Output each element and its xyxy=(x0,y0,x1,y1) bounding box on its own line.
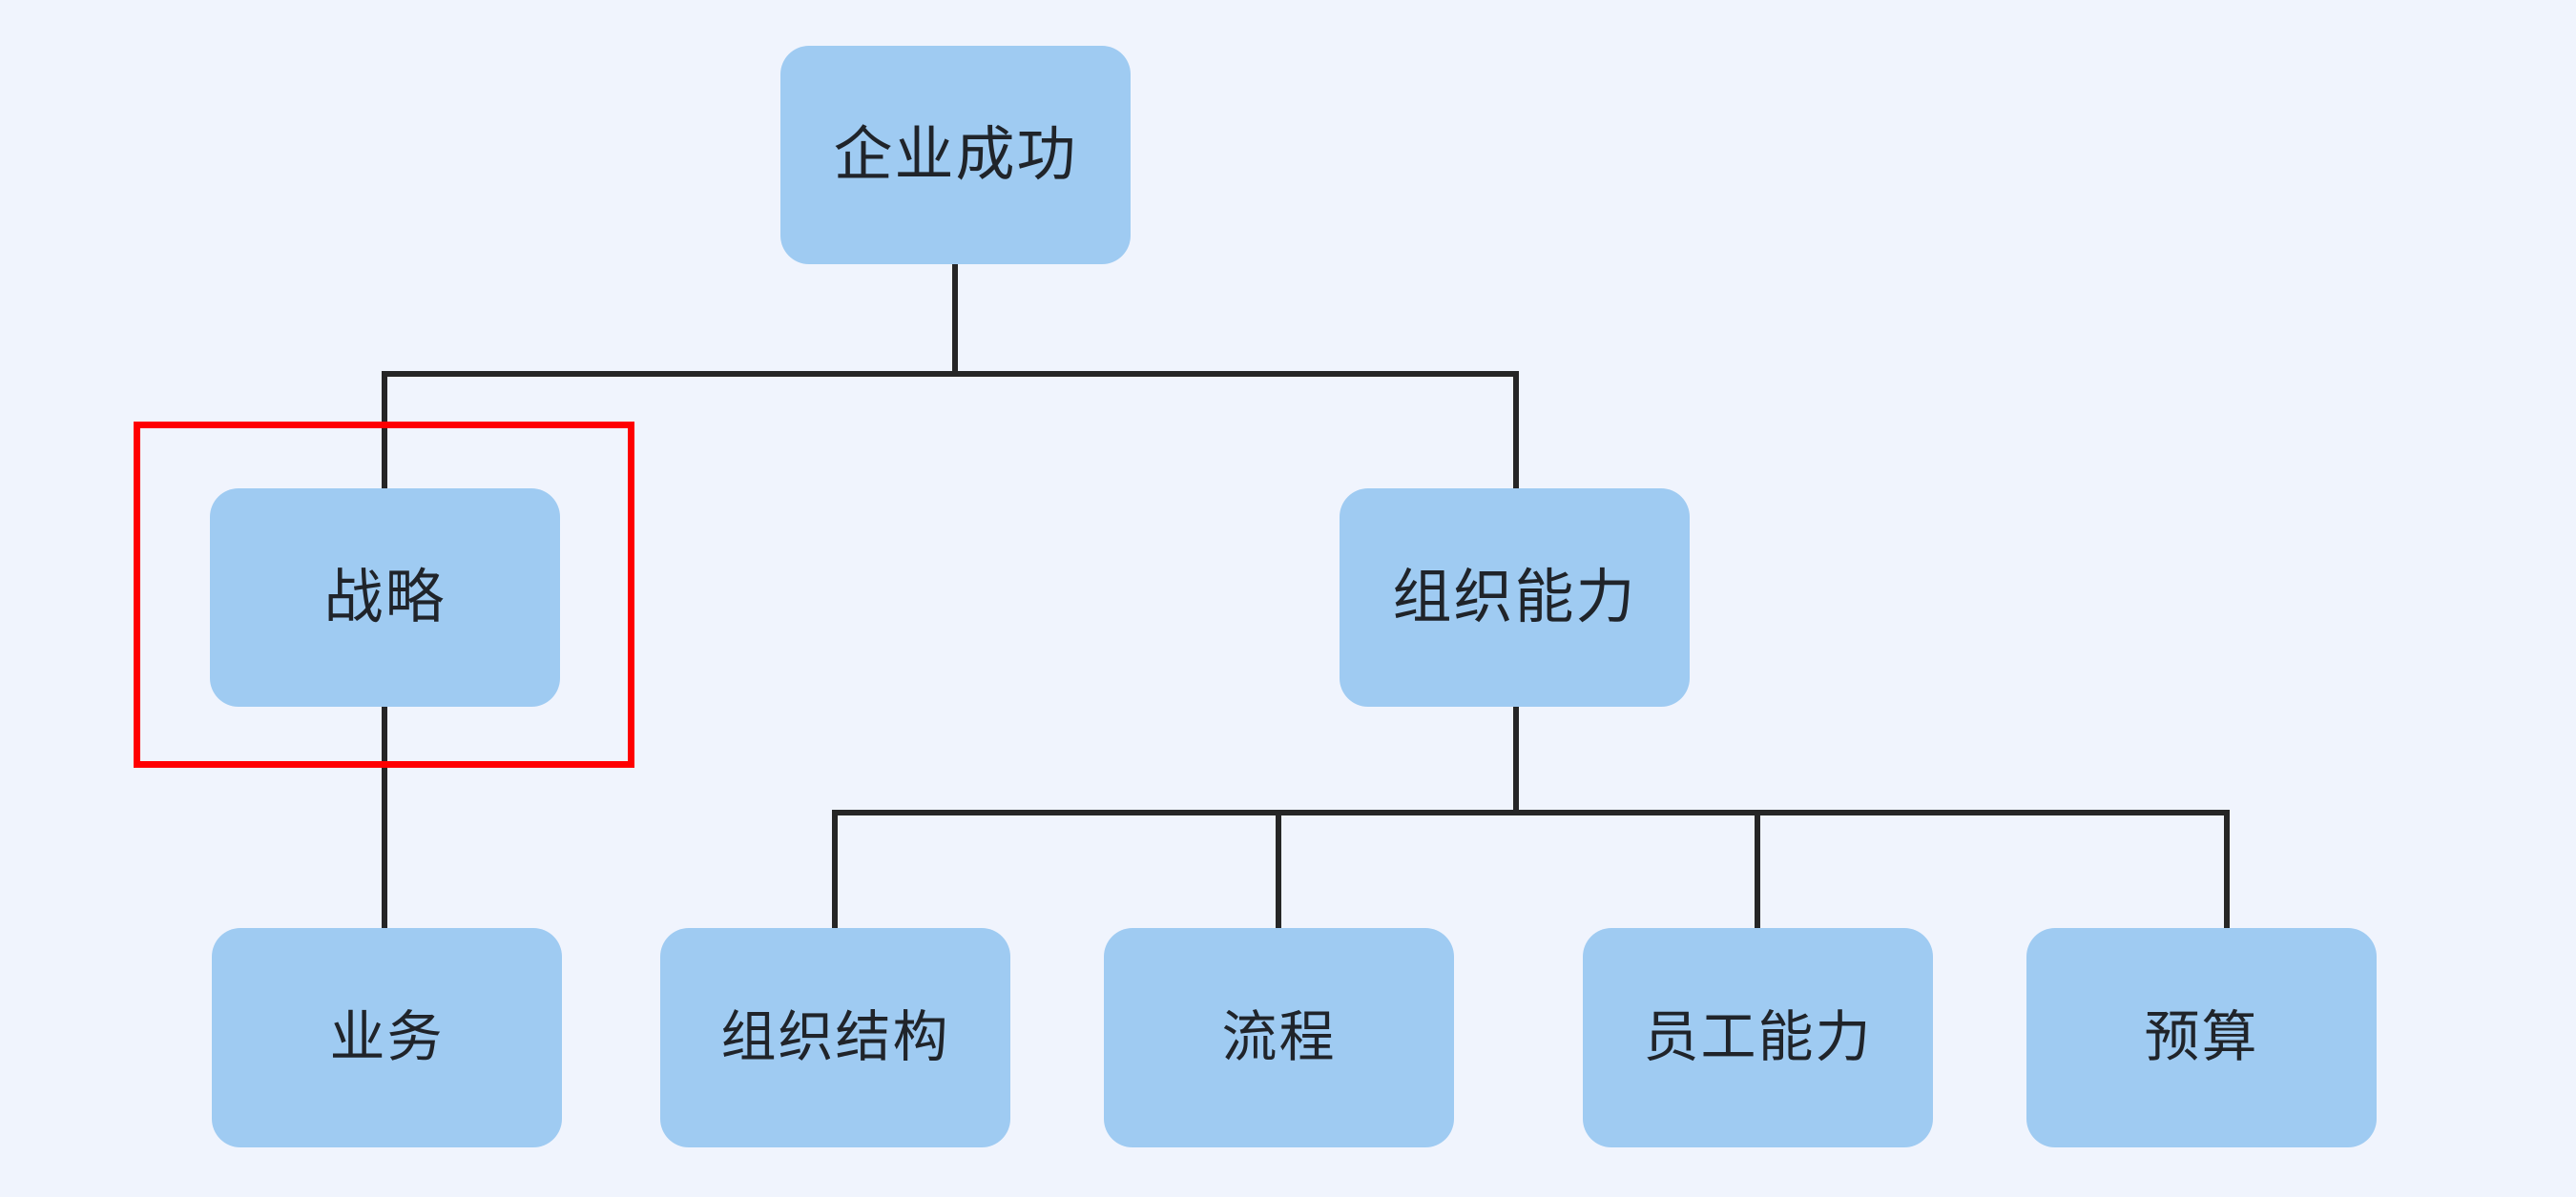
node-strategy[interactable]: 战略 xyxy=(210,488,560,707)
connector-drop-employee-capability xyxy=(1755,810,1760,928)
node-label: 组织结构 xyxy=(720,1006,950,1068)
node-label: 流程 xyxy=(1221,1006,1337,1068)
connector-drop-budget xyxy=(2224,810,2230,928)
node-organizational-capability[interactable]: 组织能力 xyxy=(1340,488,1690,707)
connector-drop-strategy xyxy=(382,371,387,488)
connector-root-stem xyxy=(952,264,958,377)
node-label: 业务 xyxy=(329,1006,445,1068)
node-enterprise-success[interactable]: 企业成功 xyxy=(780,46,1131,264)
connector-level3-bus xyxy=(832,810,2230,815)
node-label: 组织能力 xyxy=(1392,564,1637,630)
node-process[interactable]: 流程 xyxy=(1104,928,1454,1147)
node-employee-capability[interactable]: 员工能力 xyxy=(1583,928,1933,1147)
connector-org-capability-stem xyxy=(1513,707,1519,813)
node-label: 战略 xyxy=(323,564,447,630)
node-label: 员工能力 xyxy=(1643,1006,1873,1068)
node-label: 企业成功 xyxy=(833,121,1078,188)
connector-drop-org-capability xyxy=(1513,371,1519,488)
connector-strategy-to-business xyxy=(382,707,387,928)
node-business[interactable]: 业务 xyxy=(212,928,562,1147)
connector-drop-org-structure xyxy=(832,810,838,928)
node-budget[interactable]: 预算 xyxy=(2026,928,2377,1147)
connector-drop-process xyxy=(1276,810,1281,928)
node-label: 预算 xyxy=(2144,1006,2259,1068)
node-organizational-structure[interactable]: 组织结构 xyxy=(660,928,1010,1147)
connector-level2-bus xyxy=(382,371,1519,377)
